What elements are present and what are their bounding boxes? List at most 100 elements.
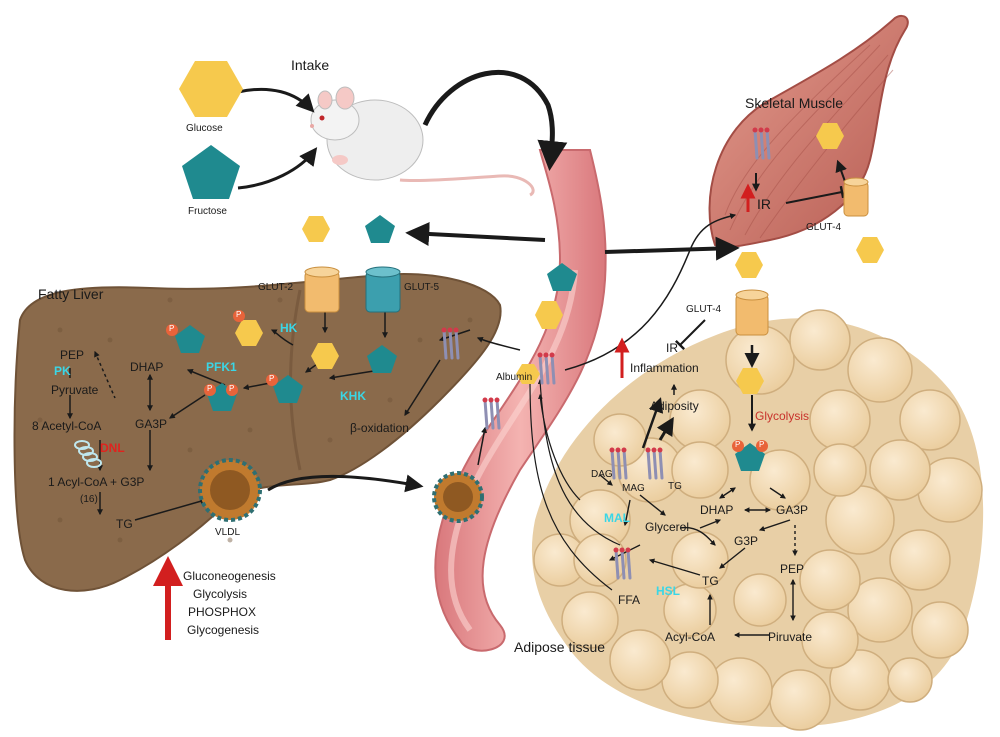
adipocyte-cell xyxy=(899,389,961,451)
fructose-pentagon xyxy=(365,215,395,243)
lipid-chain xyxy=(489,398,495,430)
glucose-hexagon xyxy=(302,216,330,242)
phosphate-p: P xyxy=(735,440,741,449)
glucose-hexagon-albumin xyxy=(516,364,540,384)
acyl-coa-g3p-label: 1 Acyl-CoA + G3P xyxy=(48,475,145,489)
adipose-tg-label: TG xyxy=(702,574,719,588)
liver-spot xyxy=(277,297,283,303)
liver-up-phosphox: PHOSPHOX xyxy=(188,605,257,619)
liver-spot xyxy=(57,517,63,523)
adipocyte-cell xyxy=(789,309,851,371)
liver-pyruvate-label: Pyruvate xyxy=(51,383,99,397)
lipid-chain xyxy=(616,448,622,480)
liver-spot xyxy=(247,427,253,433)
hsl-enzyme-label: HSL xyxy=(656,584,680,598)
adipocyte-cell xyxy=(813,443,867,497)
lipid-chain xyxy=(614,548,620,580)
liver-up-gluconeogenesis: Gluconeogenesis xyxy=(183,569,276,583)
lipid-chain xyxy=(765,128,771,160)
lipid-head xyxy=(764,127,770,133)
pk-enzyme-label: PK xyxy=(54,364,71,378)
phosphate-groups xyxy=(166,310,768,452)
liver-spot xyxy=(37,417,43,423)
lipid-chain xyxy=(620,548,626,580)
liver-spot xyxy=(387,397,393,403)
vldl-particles xyxy=(198,458,484,523)
fructose-pentagon-legend xyxy=(182,145,240,199)
fructose-pentagon xyxy=(175,325,205,353)
transporters xyxy=(304,177,869,336)
adipose-tissue-label: Adipose tissue xyxy=(514,639,606,655)
mag-label: MAG xyxy=(622,483,645,494)
g3p-label: G3P xyxy=(734,534,759,548)
liver-up-glycolysis: Glycolysis xyxy=(193,587,248,601)
adipose-ir-label: IR xyxy=(666,341,678,355)
liver-spot xyxy=(227,537,233,543)
lipid-chain xyxy=(495,398,501,430)
fructose-pentagon xyxy=(273,375,303,403)
khk-enzyme-label: KHK xyxy=(340,389,366,403)
lipid-chain xyxy=(753,128,759,160)
adipocyte-cell xyxy=(889,529,951,591)
phosphate-p: P xyxy=(207,384,213,393)
adiposity-label: Adiposity xyxy=(650,399,699,413)
pfk1-enzyme-label: PFK1 xyxy=(206,360,237,374)
acetyl-coa-label: 8 Acetyl-CoA xyxy=(32,419,102,433)
lipid-head xyxy=(494,397,500,403)
hk-enzyme-label: HK xyxy=(280,321,298,335)
lipid-head xyxy=(651,447,657,453)
lipid-chain xyxy=(646,448,652,480)
adipose-glycolysis-label: Glycolysis xyxy=(755,409,810,423)
glucose-hexagon xyxy=(535,301,563,329)
dnl-label: DNL xyxy=(100,441,125,455)
adipocyte-cell xyxy=(561,591,619,649)
adipocyte-cell xyxy=(869,439,931,501)
lipid-head xyxy=(621,447,627,453)
fatty-acid-chains xyxy=(441,127,771,580)
lipid-head xyxy=(657,447,663,453)
glut5-label: GLUT-5 xyxy=(404,282,440,293)
adipocyte-cell xyxy=(707,657,773,723)
glut5-transporter xyxy=(365,266,401,313)
mal-enzyme-label: MAL xyxy=(604,511,630,525)
adipose-dhap-label: DHAP xyxy=(700,503,734,517)
glucose-hexagon-legend xyxy=(179,61,243,117)
liver-spot xyxy=(117,537,123,543)
lipid-chain xyxy=(550,353,556,385)
lipid-head xyxy=(543,352,549,358)
fructose-pentagon xyxy=(547,263,577,291)
glucose-legend-label: Glucose xyxy=(186,123,223,134)
lipid-head xyxy=(609,447,615,453)
glucose-hexagon xyxy=(735,252,763,278)
glucose-hexagon xyxy=(856,237,884,263)
liver-pep-label: PEP xyxy=(60,348,85,362)
adipose-pep-label: PEP xyxy=(780,562,805,576)
glucose-molecules xyxy=(179,61,884,394)
lipid-chain xyxy=(626,548,632,580)
adipose-tissue xyxy=(531,309,984,731)
liver-ga3p-label: GA3P xyxy=(135,417,168,431)
phosphate-p: P xyxy=(169,324,175,333)
adipocyte-cell xyxy=(671,531,729,589)
glut2-transporter xyxy=(304,266,340,313)
skeletal-muscle-label: Skeletal Muscle xyxy=(745,95,844,111)
lipid-head xyxy=(613,547,619,553)
lipid-head xyxy=(752,127,758,133)
fructose-pentagon xyxy=(367,345,397,373)
lipid-chain xyxy=(454,328,460,360)
red-increase-arrows xyxy=(153,183,756,640)
adipocyte-cell xyxy=(809,389,871,451)
glut4-adipose-transporter xyxy=(735,289,769,336)
lipid-chain xyxy=(622,448,628,480)
inflammation-label: Inflammation xyxy=(630,361,699,375)
lipid-head xyxy=(549,352,555,358)
lipid-chain xyxy=(483,398,489,430)
liver-dhap-label: DHAP xyxy=(130,360,164,374)
adipocyte-cell xyxy=(801,611,859,669)
liver-spot xyxy=(57,327,63,333)
adipocyte-cell xyxy=(749,449,811,511)
dag-label: DAG xyxy=(591,469,613,480)
muscle-ir-label: IR xyxy=(757,196,771,212)
skeletal-muscle xyxy=(708,14,909,249)
